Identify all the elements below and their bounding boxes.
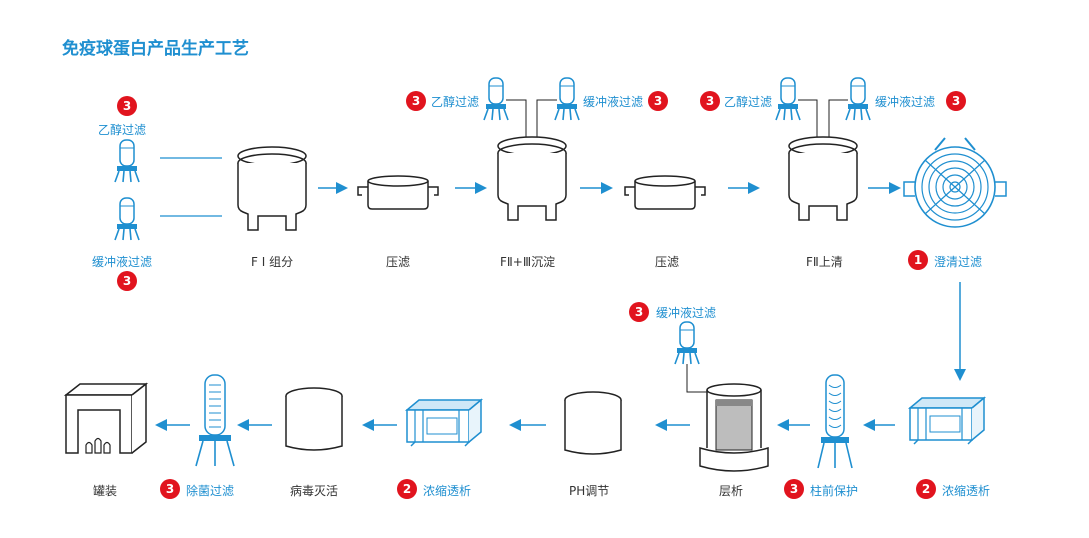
press-filter-1-icon	[357, 175, 439, 210]
step-label-ph: PH调节	[569, 484, 610, 498]
step-label-f2: FⅡ上清	[806, 255, 843, 269]
badge-buffer-right: 3	[946, 91, 966, 111]
sterile-filter-icon	[195, 374, 235, 467]
buffer-filter-mid-icon	[554, 77, 580, 121]
chromatography-column-icon	[699, 383, 769, 472]
step-label-column: 柱前保护	[810, 484, 859, 498]
badge-buffer-left: 3	[117, 271, 137, 291]
ethanol-filter-icon	[114, 139, 140, 183]
f23-tank-icon	[497, 136, 567, 221]
badge-ethanol-left: 3	[117, 96, 137, 116]
ph-vessel-icon	[564, 391, 622, 455]
fi-tank-icon	[237, 146, 307, 231]
column-guard-filter-icon	[817, 374, 853, 469]
badge-buffer-mid: 3	[648, 91, 668, 111]
buffer-filter-right-icon	[845, 77, 871, 121]
step-label-fi: F I 组分	[251, 255, 294, 269]
ethanol-filter-mid-icon	[483, 77, 509, 121]
step-label-press-2: 压滤	[655, 255, 680, 269]
page-title: 免疫球蛋白产品生产工艺	[62, 39, 249, 59]
step-label-chroma: 层析	[719, 484, 744, 498]
label-chroma-buffer: 缓冲液过滤	[656, 306, 717, 320]
ethanol-filter-right-icon	[775, 77, 801, 121]
ultrafiltration-1-icon	[909, 397, 985, 445]
badge-column: 3	[784, 479, 804, 499]
step-label-f23: FⅡ+Ⅲ沉淀	[500, 255, 556, 269]
badge-chroma-buffer: 3	[629, 302, 649, 322]
label-ethanol-right: 乙醇过滤	[724, 95, 773, 109]
label-ethanol-left: 乙醇过滤	[98, 123, 147, 137]
badge-ethanol-right: 3	[700, 91, 720, 111]
step-label-ultra-2: 浓缩透析	[423, 484, 472, 498]
step-label-press-1: 压滤	[386, 255, 411, 269]
badge-ultra-2: 2	[397, 479, 417, 499]
virus-inactivation-vessel-icon	[285, 387, 343, 451]
f2-tank-icon	[788, 136, 858, 221]
step-label-fill: 罐装	[93, 484, 118, 498]
label-ethanol-mid: 乙醇过滤	[431, 95, 480, 109]
badge-ultra-1: 2	[916, 479, 936, 499]
label-buffer-mid: 缓冲液过滤	[583, 95, 644, 109]
step-label-ultra-1: 浓缩透析	[942, 484, 991, 498]
badge-sterile: 3	[160, 479, 180, 499]
filling-isolator-icon	[63, 382, 149, 454]
badge-ethanol-mid: 3	[406, 91, 426, 111]
label-buffer-left: 缓冲液过滤	[92, 255, 153, 269]
clarification-filter-icon	[903, 137, 1007, 228]
press-filter-2-icon	[624, 175, 706, 210]
ultrafiltration-2-icon	[406, 399, 482, 447]
buffer-filter-icon	[114, 197, 140, 241]
step-label-virus: 病毒灭活	[290, 484, 339, 498]
chroma-buffer-filter-icon	[674, 321, 700, 365]
step-label-clarify: 澄清过滤	[934, 255, 983, 269]
badge-clarify: 1	[908, 250, 928, 270]
label-buffer-right: 缓冲液过滤	[875, 95, 936, 109]
step-label-sterile: 除菌过滤	[186, 484, 235, 498]
